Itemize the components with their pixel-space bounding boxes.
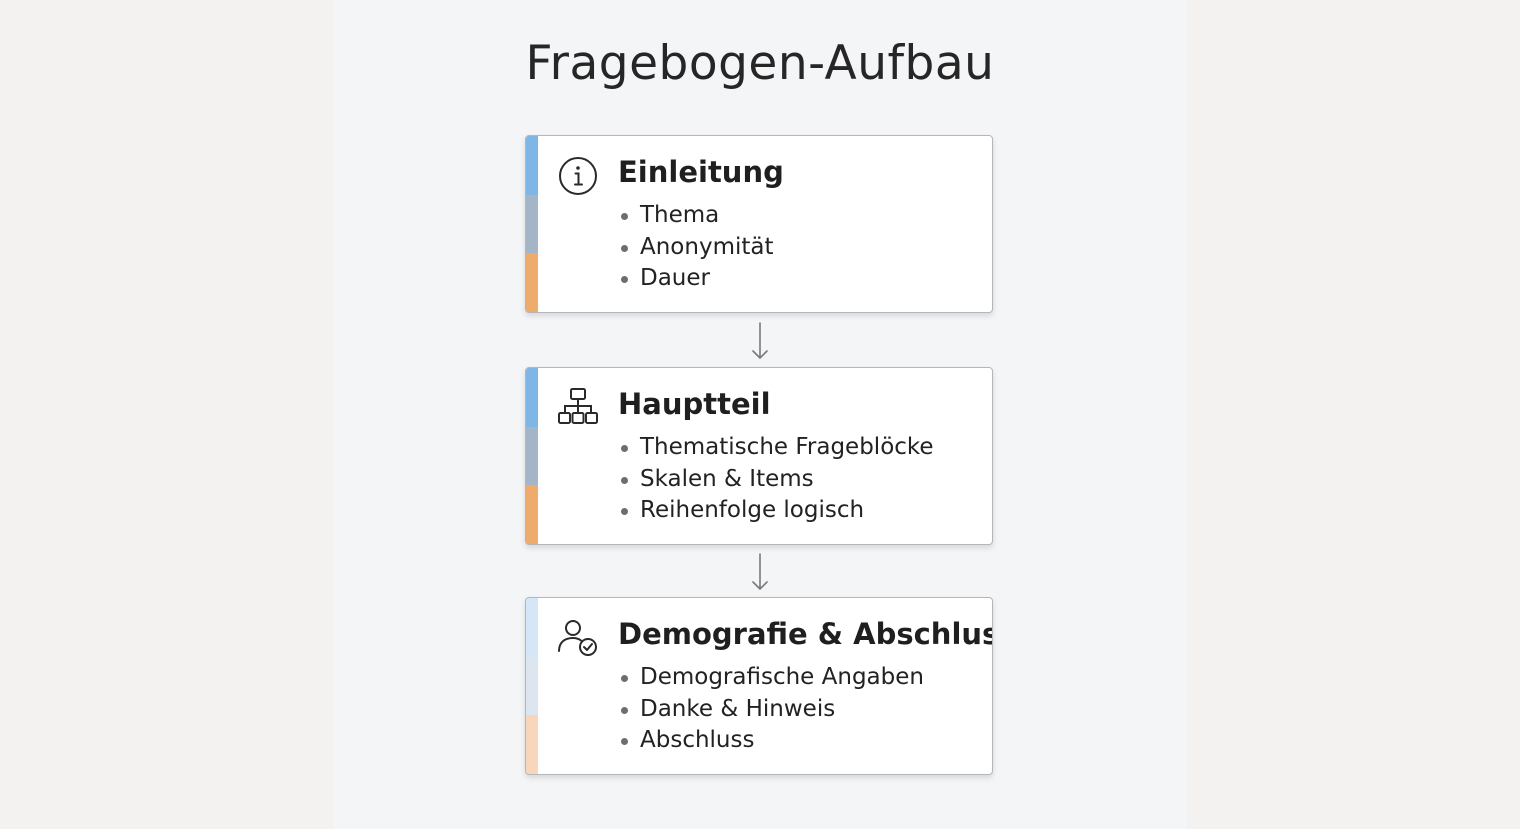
bullet-item: Abschluss	[618, 725, 924, 757]
section-card-demografie: Demografie & Abschluss Demografische Ang…	[525, 597, 993, 775]
bullet-item: Anonymität	[618, 232, 774, 264]
diagram-title: Fragebogen-Aufbau	[525, 36, 995, 91]
bullet-item: Reihenfolge logisch	[618, 495, 934, 527]
section-bullet-list: Demografische Angaben Danke & Hinweis Ab…	[618, 662, 924, 757]
section-color-stripe	[526, 598, 538, 774]
user-check-icon	[558, 620, 597, 656]
section-card-einleitung: Einleitung Thema Anonymität Dauer	[525, 135, 993, 313]
bullet-item: Dauer	[618, 263, 774, 295]
bullet-item: Thematische Frageblöcke	[618, 432, 934, 464]
down-arrow-icon	[752, 322, 768, 359]
hierarchy-icon	[558, 388, 598, 424]
section-heading: Hauptteil	[618, 387, 771, 421]
bullet-item: Skalen & Items	[618, 464, 934, 496]
section-card-hauptteil: Hauptteil Thematische Frageblöcke Skalen…	[525, 367, 993, 545]
down-arrow-icon	[752, 553, 768, 590]
section-heading: Einleitung	[618, 155, 784, 189]
section-heading: Demografie & Abschluss	[618, 617, 993, 651]
info-icon	[559, 157, 597, 195]
section-bullet-list: Thema Anonymität Dauer	[618, 200, 774, 295]
section-bullet-list: Thematische Frageblöcke Skalen & Items R…	[618, 432, 934, 527]
section-color-stripe	[526, 136, 538, 312]
section-color-stripe	[526, 368, 538, 544]
bullet-item: Danke & Hinweis	[618, 694, 924, 726]
bullet-item: Thema	[618, 200, 774, 232]
bullet-item: Demografische Angaben	[618, 662, 924, 694]
